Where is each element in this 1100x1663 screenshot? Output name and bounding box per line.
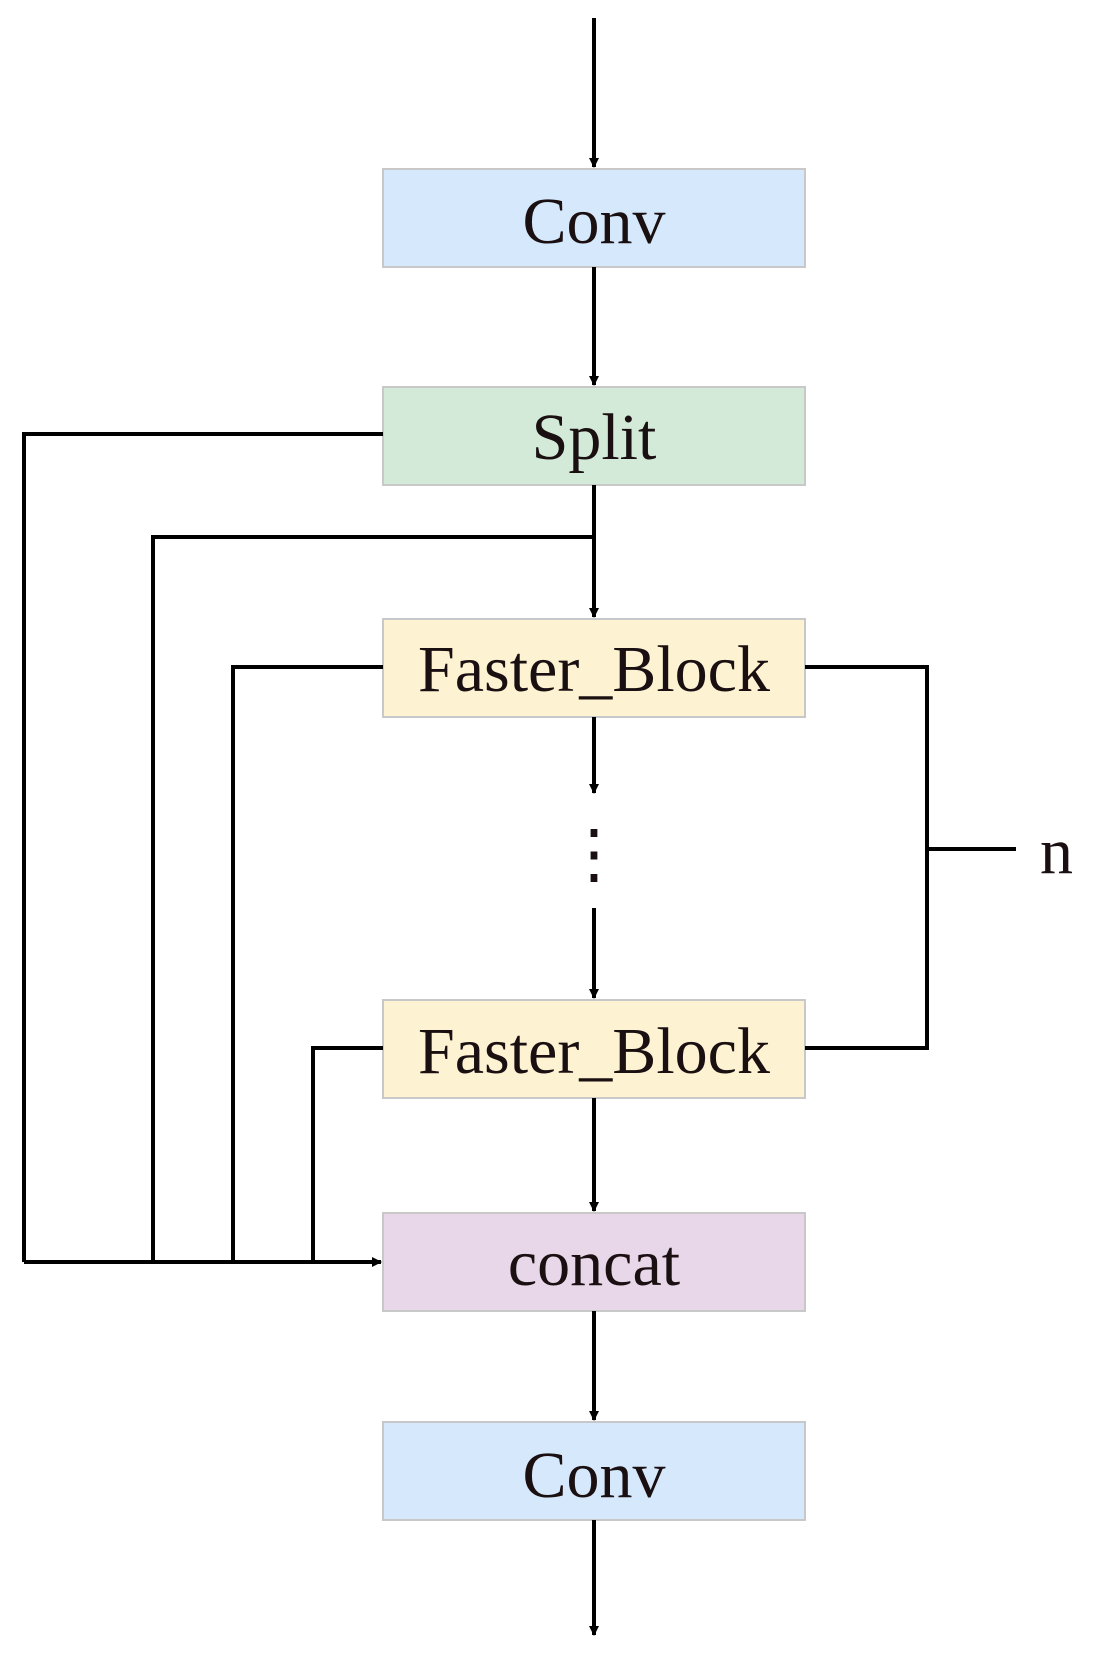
concat-label: concat <box>508 1227 680 1300</box>
split-skip-connection <box>22 432 383 1262</box>
faster-block-n-label: Faster_Block <box>418 1015 770 1088</box>
conv-top-label: Conv <box>522 185 665 258</box>
split-block: Split <box>382 386 806 486</box>
conv-bottom-box <box>382 1421 806 1521</box>
conv-bottom-block: Conv <box>382 1421 806 1521</box>
faster-block-n: Faster_Block <box>382 999 806 1099</box>
faster-block-1: Faster_Block <box>382 618 806 718</box>
split-label: Split <box>532 401 657 474</box>
concat-box <box>382 1212 806 1312</box>
faster-block-n-skip-connection <box>311 1046 383 1262</box>
conv-top-block: Conv <box>382 168 806 268</box>
ellipsis-dots: ⋮ <box>561 818 627 891</box>
conv-bottom-label: Conv <box>522 1439 665 1512</box>
repeat-count-label: n <box>1040 815 1073 888</box>
concat-block: concat <box>382 1212 806 1312</box>
faster-block-1-box <box>382 618 806 718</box>
faster-block-1-label: Faster_Block <box>418 633 770 706</box>
faster-block-1-skip-connection <box>231 665 383 1262</box>
conv-top-box <box>382 168 806 268</box>
repeat-bracket <box>805 665 929 1050</box>
faster-block-n-box <box>382 999 806 1099</box>
split-branch-connection <box>151 535 594 1262</box>
split-box <box>382 386 806 486</box>
